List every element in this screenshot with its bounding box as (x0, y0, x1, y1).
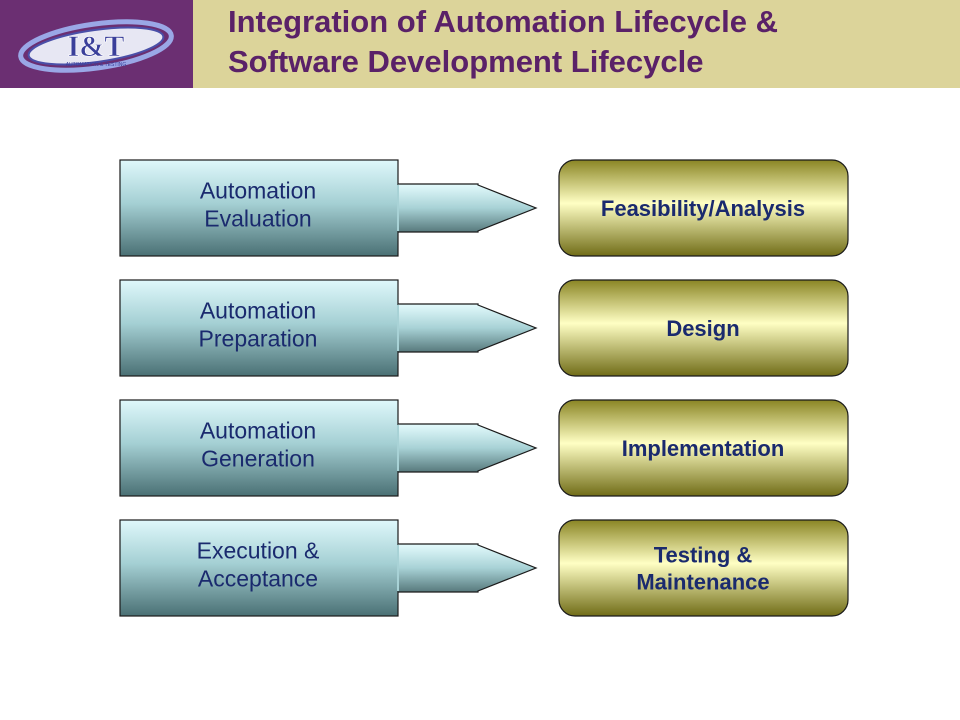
svg-text:I&T: I&T (68, 30, 125, 63)
arrow-connector (398, 304, 536, 352)
arrow-outline (398, 183, 538, 233)
automation-stage-label: Automation (200, 297, 316, 323)
company-logo: I&T AUTOMATION & TESTING (18, 19, 174, 73)
sdlc-phase-label: Testing & (654, 543, 753, 568)
title-line-1: Integration of Automation Lifecycle & (228, 4, 778, 39)
sdlc-phase-box (558, 519, 849, 617)
automation-stage-label: Automation (200, 417, 316, 443)
automation-stage-label: Evaluation (204, 205, 311, 231)
title-line-2: Software Development Lifecycle (228, 44, 704, 79)
sdlc-phase-box (558, 159, 849, 257)
sdlc-phase-label: Implementation (622, 436, 785, 461)
sdlc-phase-box (558, 279, 849, 377)
lifecycle-row: Execution &Acceptance Testing &Maintenanc… (119, 519, 849, 617)
sdlc-phase-label: Maintenance (636, 569, 769, 594)
header-band: I&T AUTOMATION & TESTING Integration of … (0, 0, 960, 88)
arrow-connector (398, 424, 536, 472)
page-title: Integration of Automation Lifecycle & So… (228, 2, 948, 82)
automation-stage-box (119, 519, 399, 617)
sdlc-phase-label: Design (666, 316, 739, 341)
arrow-outline (398, 543, 538, 593)
arrow-outline (398, 423, 538, 473)
automation-stage-label: Execution & (197, 537, 320, 563)
arrow-connector (398, 544, 536, 592)
logo-panel: I&T AUTOMATION & TESTING (0, 0, 193, 88)
automation-stage-label: Preparation (199, 325, 318, 351)
svg-text:AUTOMATION & TESTING: AUTOMATION & TESTING (66, 62, 127, 68)
automation-stage-label: Acceptance (198, 565, 318, 591)
automation-stage-box (119, 279, 399, 377)
arrow-connector (398, 184, 536, 232)
automation-stage-box (119, 159, 399, 257)
automation-stage-label: Automation (200, 177, 316, 203)
automation-stage-label: Generation (201, 445, 315, 471)
sdlc-phase-box (558, 399, 849, 497)
sdlc-phase-label: Feasibility/Analysis (601, 196, 805, 221)
arrow-outline (398, 303, 538, 353)
